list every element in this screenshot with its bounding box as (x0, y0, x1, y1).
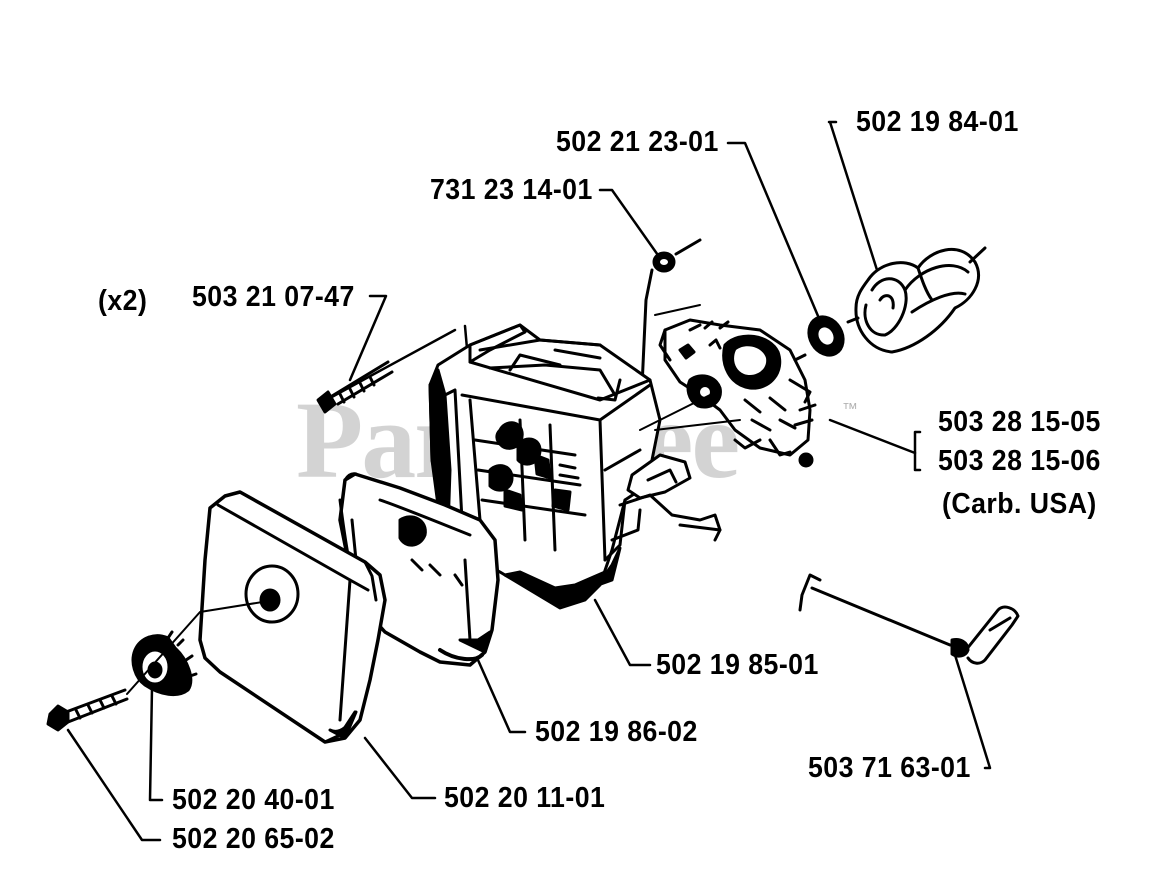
carburetor-503-28-15-05 (658, 318, 817, 468)
trademark-symbol: ™ (842, 401, 858, 418)
knob-502-20-40-01 (131, 630, 198, 697)
label-502-20-40-01: 502 20 40-01 (172, 784, 335, 816)
intake-adapter-502-19-84-01 (846, 246, 987, 354)
screw-503-21-07-47 (316, 360, 394, 414)
label-carb-usa: (Carb. USA) (942, 488, 1097, 520)
label-503-28-15-06: 503 28 15-06 (938, 445, 1101, 477)
label-502-19-85-01: 502 19 85-01 (656, 649, 819, 681)
choke-rod-503-71-63-01 (798, 573, 1020, 665)
label-731-23-14-01: 731 23 14-01 (430, 174, 593, 206)
label-qty-x2: (x2) (98, 285, 148, 317)
label-503-21-07-47: 503 21 07-47 (192, 281, 355, 313)
label-503-28-15-05: 503 28 15-05 (938, 406, 1101, 438)
label-502-19-86-02: 502 19 86-02 (535, 716, 698, 748)
label-503-71-63-01: 503 71 63-01 (808, 752, 971, 784)
bolt-502-20-65-02 (46, 599, 276, 732)
label-502-21-23-01: 502 21 23-01 (556, 126, 719, 158)
label-502-19-84-01: 502 19 84-01 (856, 106, 1019, 138)
label-502-20-65-02: 502 20 65-02 (172, 823, 335, 855)
filter-cover-502-20-11-01 (198, 490, 387, 744)
gasket-502-21-23-01 (807, 315, 845, 357)
leader-lines (66, 120, 992, 842)
carb-mount-lines (639, 304, 741, 431)
label-502-20-11-01: 502 20 11-01 (444, 782, 606, 814)
